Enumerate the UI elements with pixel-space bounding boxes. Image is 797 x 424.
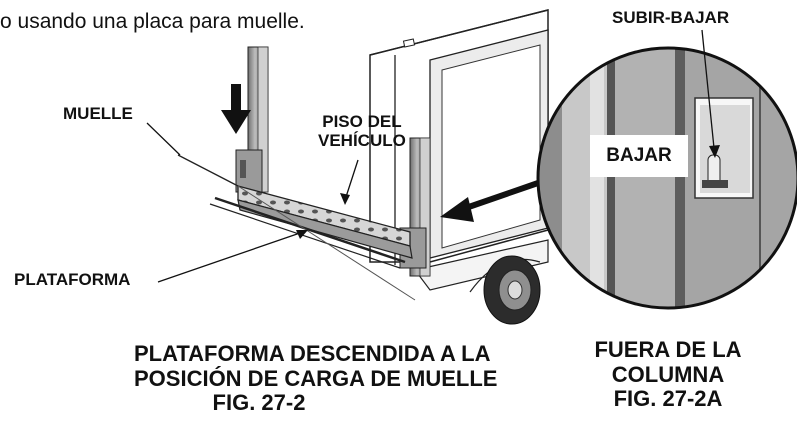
- caption-main: PLATAFORMA DESCENDIDA A LA POSICIÓN DE C…: [134, 341, 498, 416]
- leader-lines: [146, 122, 359, 283]
- detail-arrow: [440, 180, 539, 222]
- left-column: [235, 46, 269, 193]
- label-plataforma: PLATAFORMA: [14, 270, 131, 289]
- subir-bajar-leader: [701, 29, 720, 158]
- caption-detail: FUERA DE LA COLUMNA FIG. 27-2A: [583, 337, 753, 412]
- intro-text: o usando una placa para muelle.: [0, 10, 305, 33]
- label-bajar: BAJAR: [590, 135, 688, 177]
- caption-main-line1: PLATAFORMA DESCENDIDA A LA: [134, 341, 491, 366]
- label-subir-bajar: SUBIR-BAJAR: [612, 8, 730, 27]
- label-piso-del-vehiculo: PISO DEL VEHÍCULO: [318, 112, 406, 150]
- label-muelle: MUELLE: [63, 104, 133, 123]
- caption-detail-line1: FUERA DE LA: [594, 337, 742, 362]
- down-arrow: [221, 84, 251, 134]
- truck-chassis: [413, 239, 549, 325]
- label-piso-line2: VEHÍCULO: [318, 131, 406, 151]
- right-column: [399, 137, 431, 277]
- caption-detail-line3: FIG. 27-2A: [613, 386, 723, 412]
- dock-line: [177, 154, 416, 301]
- caption-main-line3: FIG. 27-2: [212, 390, 306, 416]
- label-piso-line1: PISO DEL: [322, 112, 402, 131]
- caption-detail-line2: COLUMNA: [611, 361, 725, 387]
- detail-circle: [536, 46, 797, 310]
- caption-main-line2: POSICIÓN DE CARGA DE MUELLE: [134, 365, 498, 391]
